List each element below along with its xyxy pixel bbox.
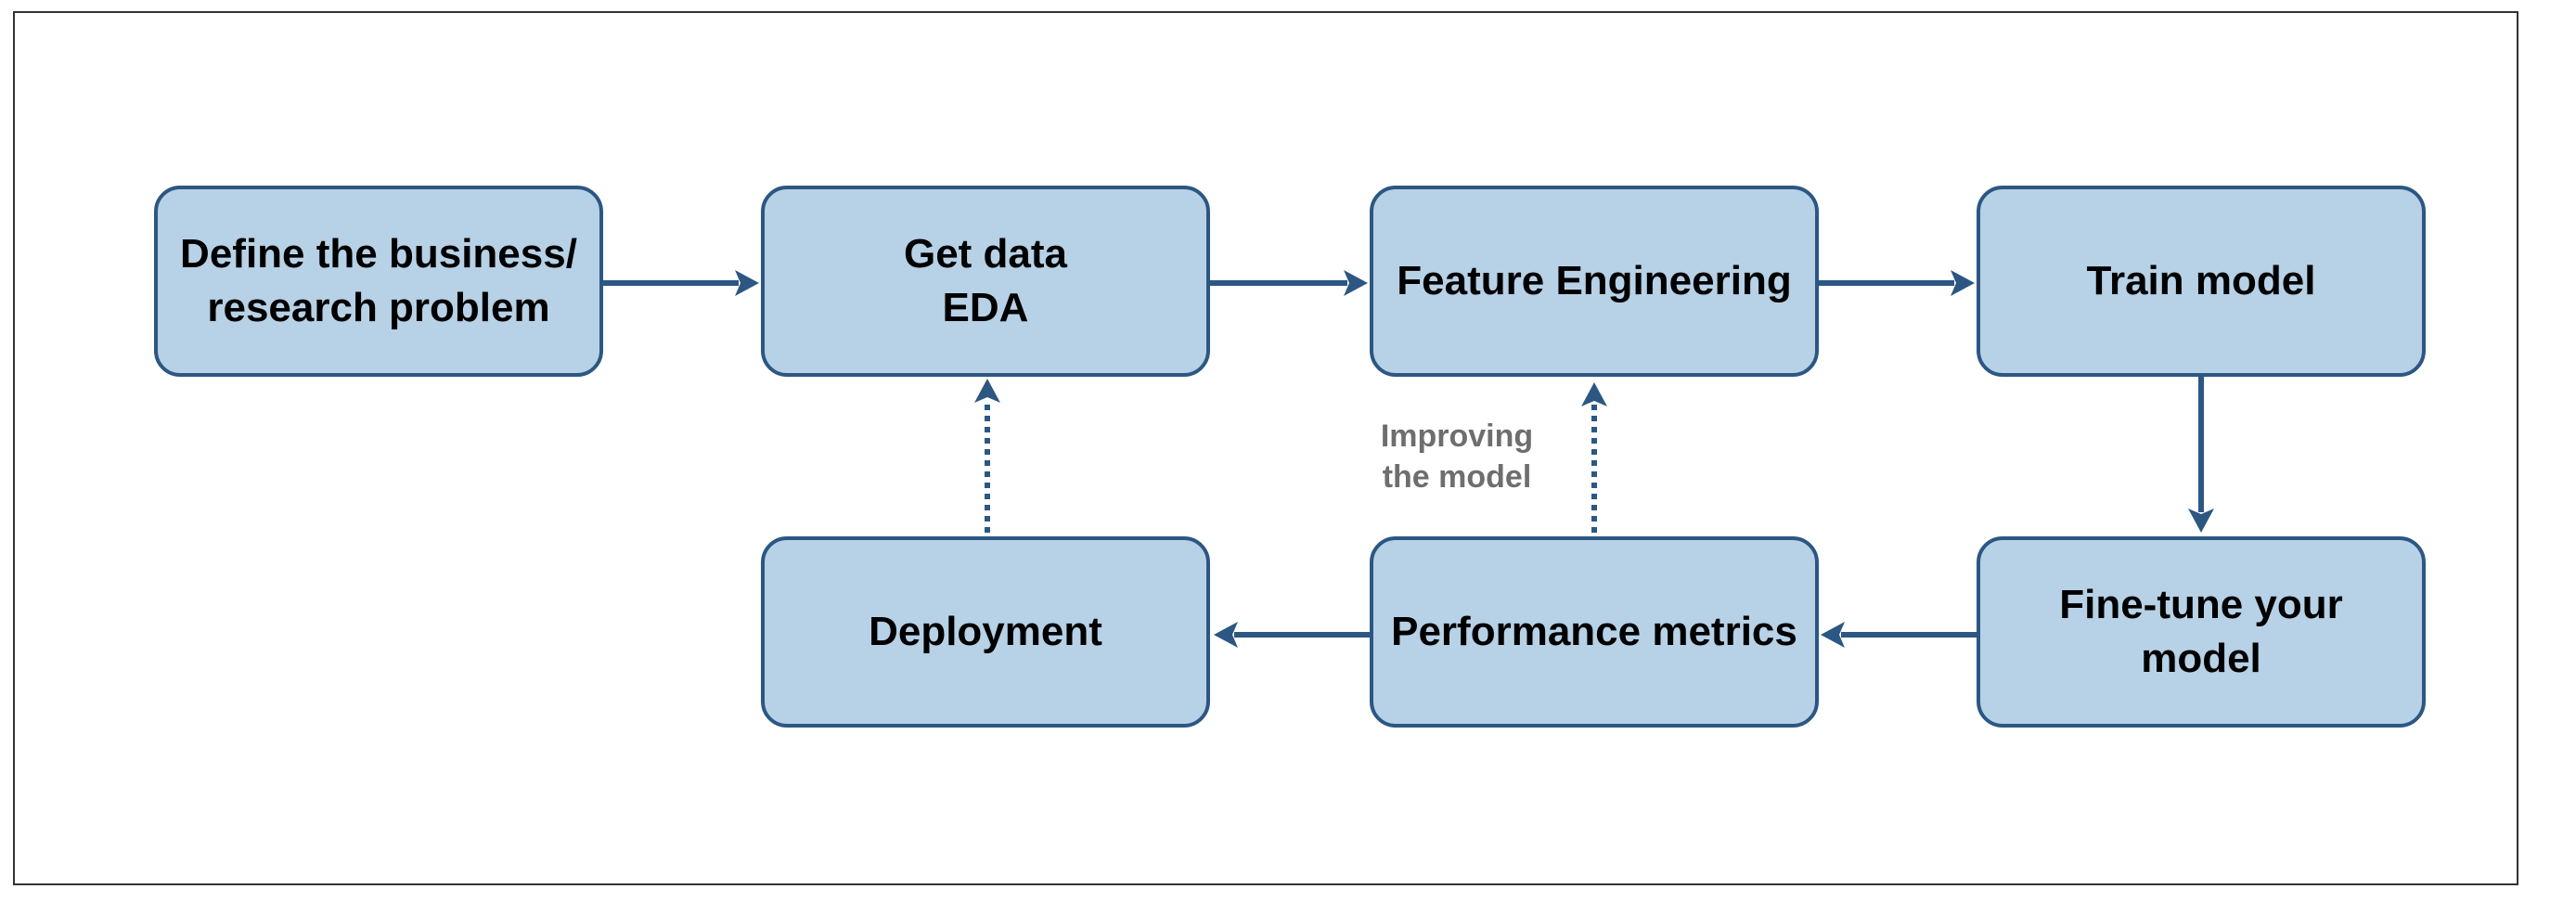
edge-getdata-to-feature — [1210, 270, 1368, 296]
node-deployment-line-1: Deployment — [869, 609, 1102, 654]
node-feature-engineering-line-1: Feature Engineering — [1397, 258, 1792, 303]
node-fine-tune-line-1: Fine-tune your — [2059, 582, 2343, 627]
edge-train-to-finetune — [2188, 377, 2214, 533]
improving-model-annotation-line-2: the model — [1382, 459, 1532, 495]
node-define-problem: Define the business/ research problem — [154, 186, 603, 377]
edge-feature-to-train — [1819, 270, 1975, 296]
node-train-model: Train model — [1977, 186, 2426, 377]
node-performance-metrics-line-1: Performance metrics — [1391, 609, 1797, 654]
node-get-data: Get data EDA — [761, 186, 1210, 377]
node-deployment: Deployment — [761, 536, 1210, 728]
node-define-problem-line-1: Define the business/ — [180, 231, 577, 277]
node-performance-metrics: Performance metrics — [1370, 536, 1819, 728]
edge-perf-to-feature — [1581, 382, 1607, 533]
node-fine-tune: Fine-tune your model — [1977, 536, 2426, 728]
edge-deploy-to-getdata — [974, 379, 1000, 533]
edge-perf-to-deploy — [1214, 622, 1370, 648]
node-get-data-line-2: EDA — [942, 285, 1029, 330]
node-feature-engineering: Feature Engineering — [1370, 186, 1819, 377]
node-define-problem-line-2: research problem — [207, 285, 550, 330]
edge-define-to-getdata — [603, 270, 759, 296]
node-get-data-line-1: Get data — [903, 231, 1068, 277]
diagram-frame — [13, 11, 2518, 885]
node-train-model-line-1: Train model — [2086, 258, 2316, 303]
improving-model-annotation: Improving the model — [1355, 416, 1559, 497]
improving-model-annotation-line-1: Improving — [1380, 419, 1534, 454]
node-fine-tune-line-2: model — [2141, 636, 2261, 681]
edge-finetune-to-perf — [1821, 622, 1977, 648]
